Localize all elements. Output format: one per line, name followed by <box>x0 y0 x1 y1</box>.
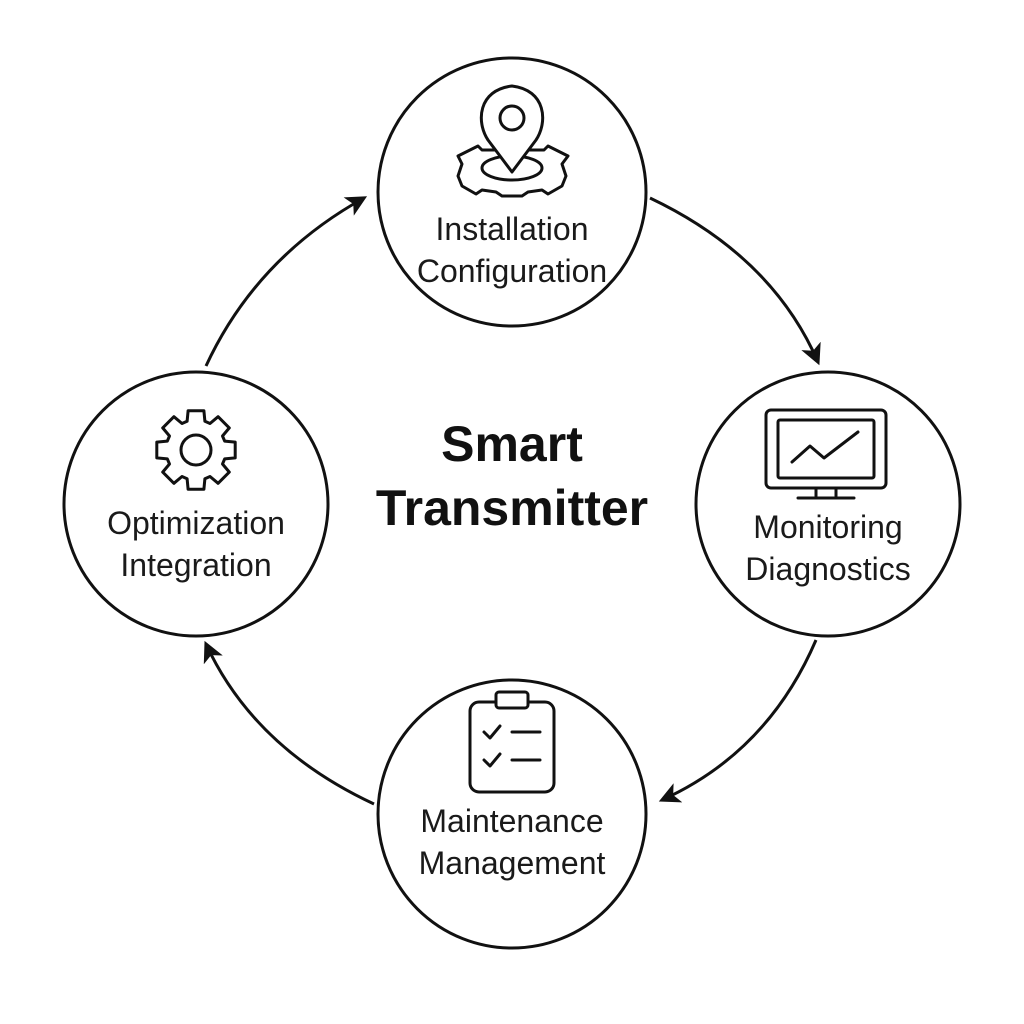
stage-label-line2: Configuration <box>416 253 608 289</box>
arrow-installation-to-monitoring <box>649 196 821 366</box>
arrow-monitoring-to-maintenance <box>658 639 818 803</box>
title-line1: Smart <box>441 416 583 472</box>
title-line2: Transmitter <box>375 480 649 536</box>
stage-label-line1: Monitoring <box>753 509 903 545</box>
stage-circle-optimization <box>62 370 330 638</box>
arrow-maintenance-to-optimization <box>203 640 375 806</box>
arrow-optimization-to-installation <box>204 196 368 367</box>
stage-label-monitoring: Monitoring Diagnostics <box>708 506 948 590</box>
stage-label-maintenance: Maintenance Management <box>392 800 632 884</box>
gear-icon <box>155 409 237 491</box>
stage-label-optimization: Optimization Integration <box>76 502 316 586</box>
stage-circle-installation <box>376 56 648 328</box>
monitor-chart-icon <box>764 408 888 500</box>
stage-label-line2: Integration <box>120 547 272 583</box>
stage-label-line1: Optimization <box>107 505 285 541</box>
stage-circle-maintenance <box>376 678 648 950</box>
diagram-title: Smart Transmitter <box>332 412 692 540</box>
stage-label-line1: Maintenance <box>420 803 604 839</box>
stage-label-installation: Installation Configuration <box>392 208 632 292</box>
clipboard-checklist-icon <box>468 690 556 794</box>
stage-label-line1: Installation <box>435 211 589 247</box>
location-pin-gear-icon <box>456 84 570 198</box>
stage-label-line2: Diagnostics <box>745 551 911 587</box>
stage-label-line2: Management <box>418 845 606 881</box>
stage-circle-monitoring <box>694 370 962 638</box>
